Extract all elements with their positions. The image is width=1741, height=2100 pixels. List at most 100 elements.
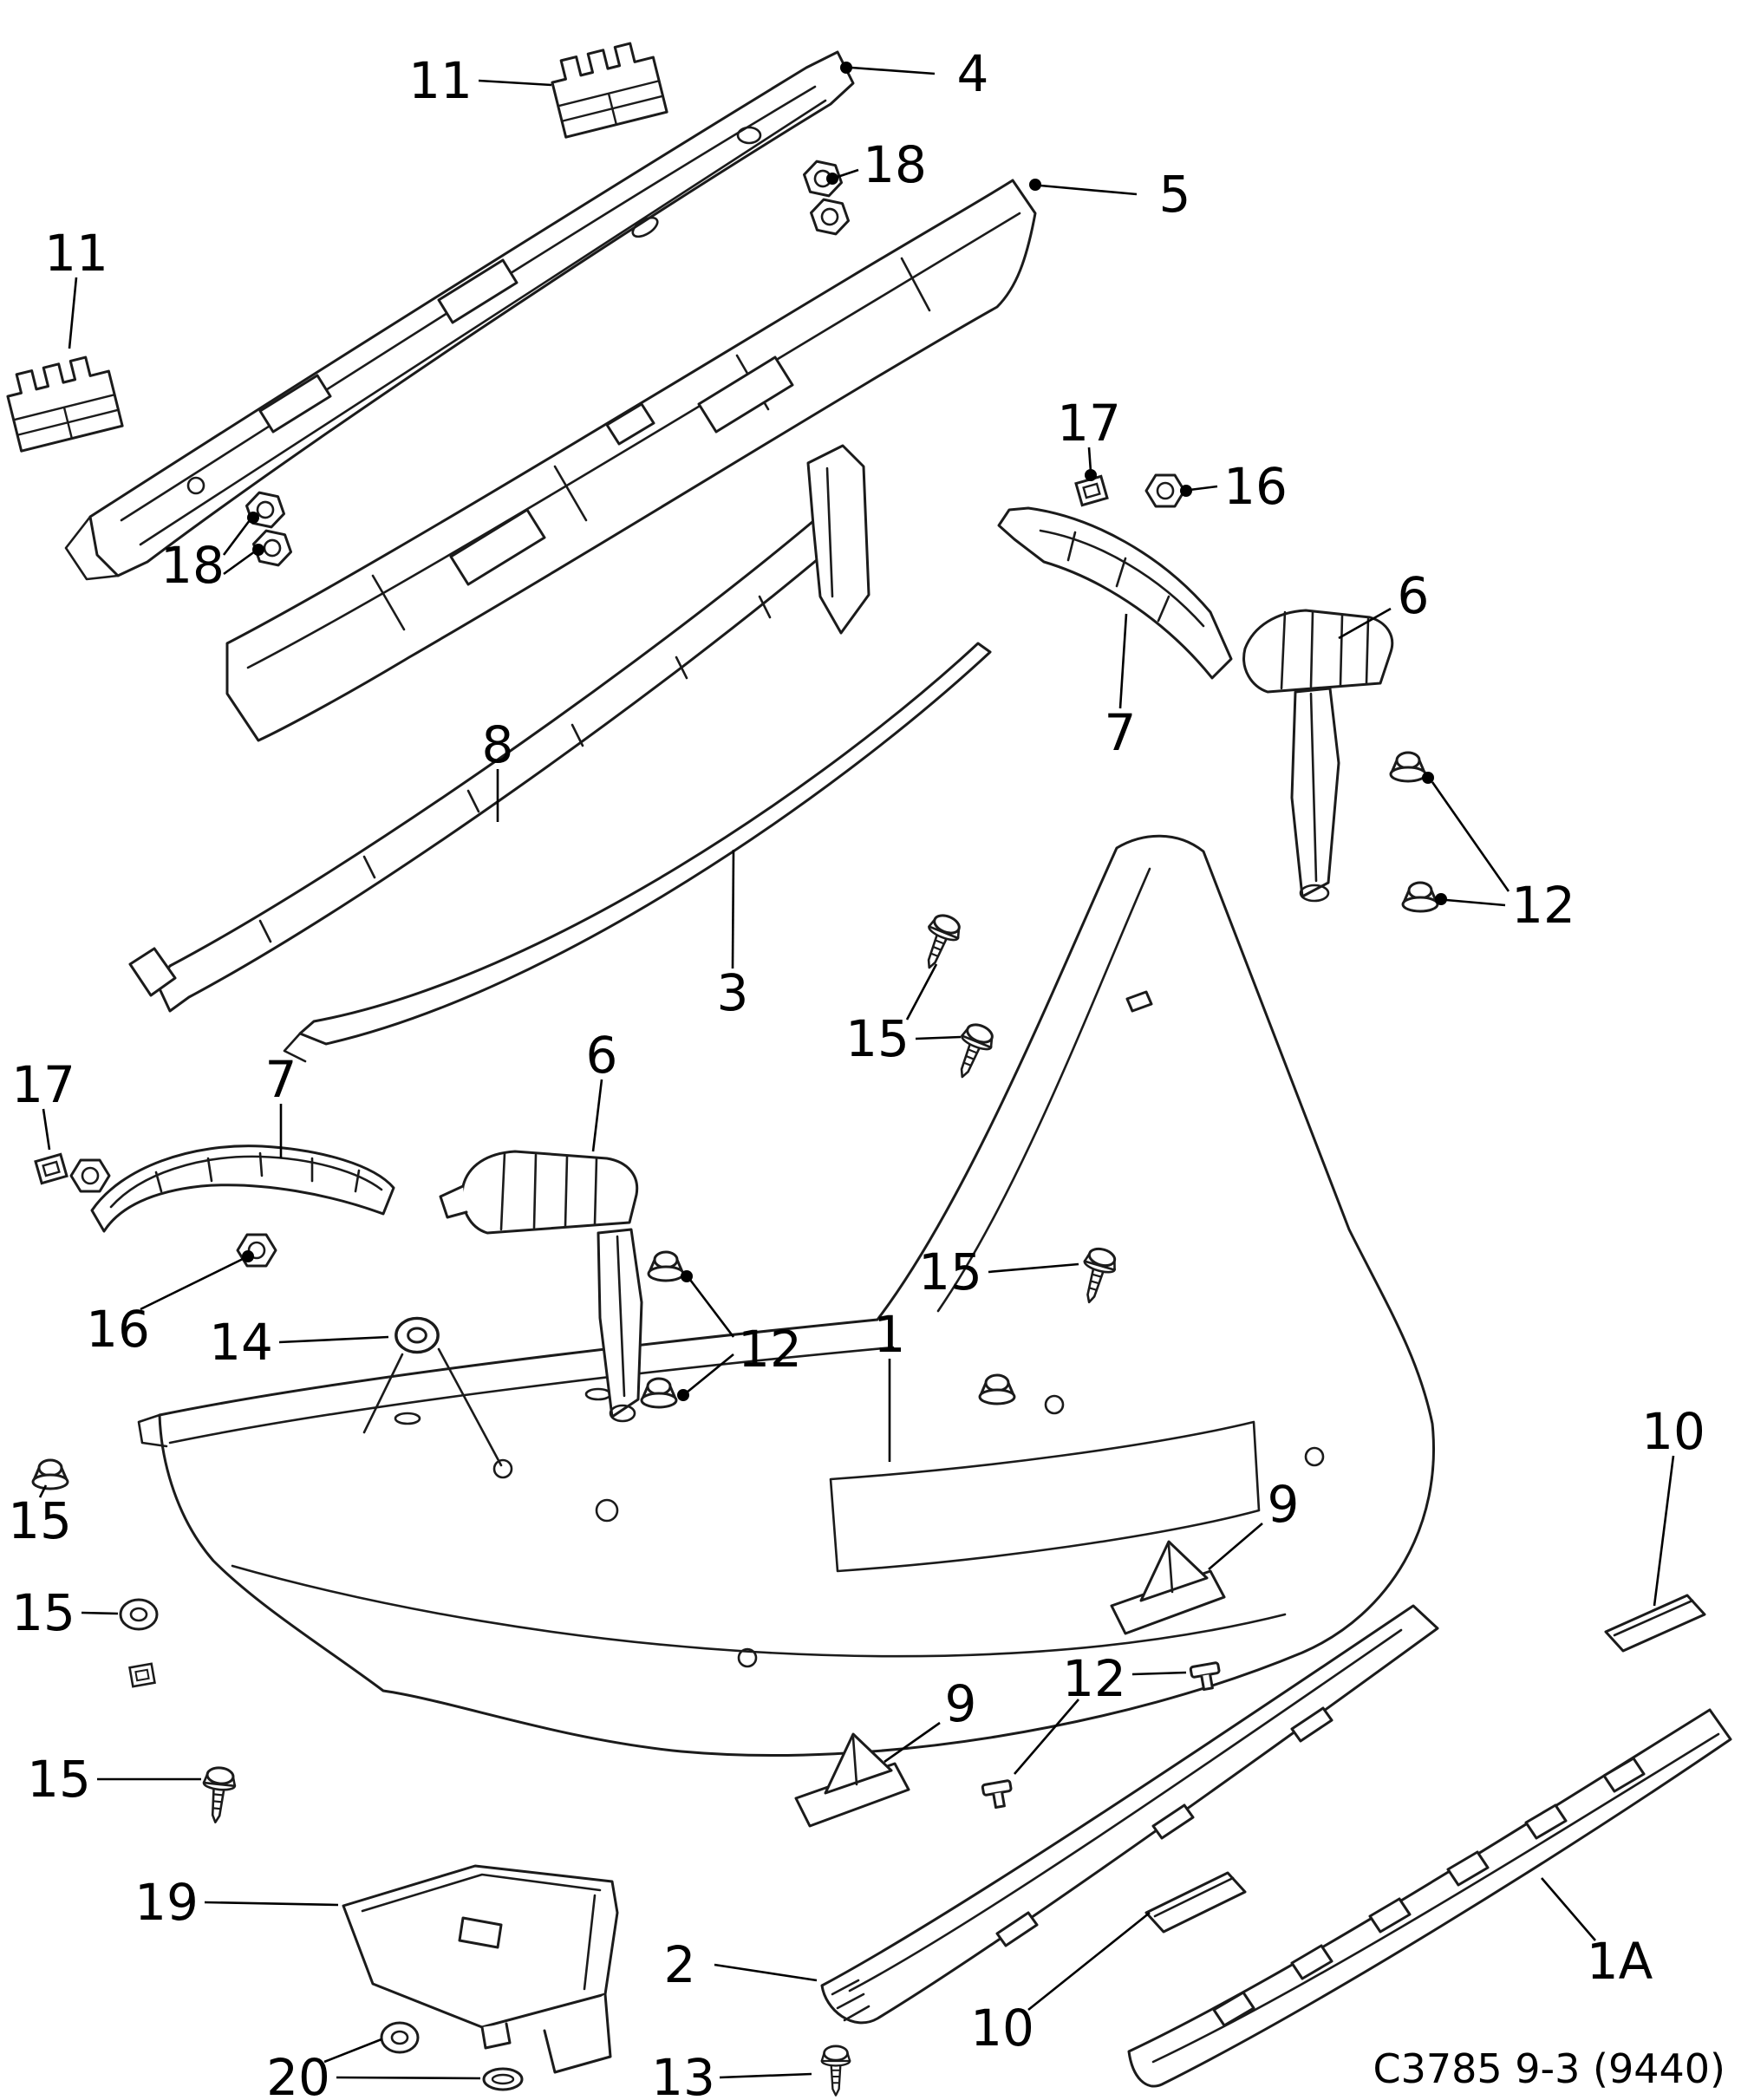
part-6l-ribs: [499, 1151, 598, 1231]
leader-line-12: [1131, 1671, 1187, 1676]
leader-line-14: [278, 1335, 389, 1344]
leader-line-11: [478, 79, 552, 87]
callout-14: 14: [209, 1313, 273, 1372]
part-1-bumper-cover: [137, 834, 1435, 1757]
part-6r-arm: [1242, 609, 1394, 694]
callout-16: 16: [1223, 457, 1288, 516]
part-12-tclip: [981, 1778, 1015, 1810]
callout-9: 9: [1268, 1475, 1300, 1534]
leader-line-18: [837, 168, 859, 179]
part-4-impact-bar: [64, 50, 855, 581]
callout-13: 13: [651, 2048, 715, 2100]
part-13-screw: [820, 2045, 851, 2097]
part-5-energy-absorber: [225, 179, 1037, 742]
part-2-slot: [995, 1911, 1039, 1947]
part-7l-ribs: [154, 1151, 361, 1193]
part-15-grommet: [119, 1598, 159, 1631]
part-4-hole: [186, 476, 205, 495]
leader-line-12: [686, 1353, 734, 1394]
part-1a-outline: [1127, 1708, 1732, 2088]
leader-dot-18: [252, 544, 264, 556]
leader-line-15: [988, 1262, 1079, 1274]
part-1-crease: [231, 1564, 1287, 1658]
part-9-upper-bracket: [1110, 1540, 1226, 1635]
part-4-outline: [88, 50, 855, 577]
callout-7: 7: [265, 1050, 297, 1109]
part-2-slot: [1290, 1706, 1333, 1743]
callout-1A: 1A: [1587, 1932, 1653, 1991]
leader-line-12: [1014, 1699, 1079, 1775]
part-5-segments: [371, 257, 931, 631]
callout-1: 1: [874, 1305, 906, 1364]
leader-line-19: [204, 1901, 339, 1907]
part-16-nut-right: [1144, 473, 1186, 508]
part-1-sensor-hole: [1044, 1394, 1065, 1415]
callout-4: 4: [957, 44, 989, 103]
part-1-sensor-hole: [737, 1647, 758, 1668]
part-1a-vent: [1602, 1757, 1646, 1793]
leader-dot-18: [247, 512, 259, 524]
part-5-outline: [225, 179, 1037, 742]
callout-15: 15: [8, 1491, 72, 1550]
leader-line-5: [1040, 184, 1138, 196]
part-8-lower-rail: [128, 444, 870, 1013]
part-1-sensor-hole: [595, 1498, 619, 1523]
part-11-bracket-top: [546, 37, 668, 139]
part-12-nut: [1401, 881, 1439, 913]
callout-17: 17: [1057, 394, 1121, 453]
part-4-stamp: [258, 374, 332, 434]
part-14-placement-line: [362, 1353, 404, 1434]
part-7r-ribs: [1066, 531, 1170, 623]
callout-15: 15: [918, 1242, 982, 1301]
part-19-tab: [480, 2022, 512, 2050]
callout-5: 5: [1159, 165, 1191, 224]
leader-line-17: [1087, 447, 1092, 473]
callout-6: 6: [1398, 566, 1430, 625]
leader-line-12: [1431, 781, 1510, 892]
part-1a-vent: [1290, 1944, 1333, 1980]
part-4-end-bracket: [64, 515, 120, 581]
part-1-sensor-hole: [1304, 1446, 1325, 1467]
leader-line-12: [688, 1279, 735, 1338]
leader-line-16: [1189, 485, 1218, 492]
leader-line-7: [1118, 613, 1128, 709]
part-15-nut: [31, 1458, 69, 1490]
part-8-foot: [128, 947, 177, 997]
part-5-pocket: [449, 508, 546, 586]
part-20-clip: [380, 2021, 420, 2054]
part-9l-line: [851, 1736, 858, 1786]
part-19-inner: [361, 1873, 602, 1913]
part-9u-wedge: [1139, 1540, 1209, 1602]
part-9u-line: [1167, 1543, 1174, 1594]
leader-line-18: [223, 550, 256, 576]
leader-dot-12: [1422, 772, 1434, 784]
leader-dot-18: [826, 173, 838, 185]
leader-line-1A: [1541, 1877, 1596, 1941]
leader-line-3: [731, 849, 735, 969]
part-1-slot: [394, 1412, 421, 1425]
part-6-left-bracket: [439, 1150, 643, 1423]
part-6l-tab: [439, 1184, 468, 1219]
part-6r-leg: [1290, 687, 1340, 898]
part-14-grommet: [394, 1316, 440, 1354]
leader-line-16: [140, 1257, 244, 1311]
part-6l-foot: [609, 1404, 636, 1423]
part-3-outline: [298, 642, 992, 1046]
part-7r-contour: [1039, 529, 1205, 628]
callout-11: 11: [44, 224, 108, 283]
leader-line-12: [1445, 898, 1506, 907]
leader-line-15: [905, 963, 938, 1021]
part-10b-outline: [1144, 1871, 1247, 1934]
callout-19: 19: [134, 1873, 199, 1932]
callout-2: 2: [664, 1935, 696, 1994]
leader-line-11: [68, 277, 78, 349]
leader-line-2: [714, 1963, 818, 1982]
part-10r-line: [1613, 1599, 1694, 1637]
callout-15: 15: [27, 1750, 91, 1809]
leader-line-18: [222, 519, 251, 556]
leader-dot-12: [1435, 893, 1447, 905]
leader-line-13: [719, 2072, 812, 2079]
part-1-corner-tab: [137, 1413, 168, 1448]
callout-12: 12: [1511, 876, 1575, 935]
